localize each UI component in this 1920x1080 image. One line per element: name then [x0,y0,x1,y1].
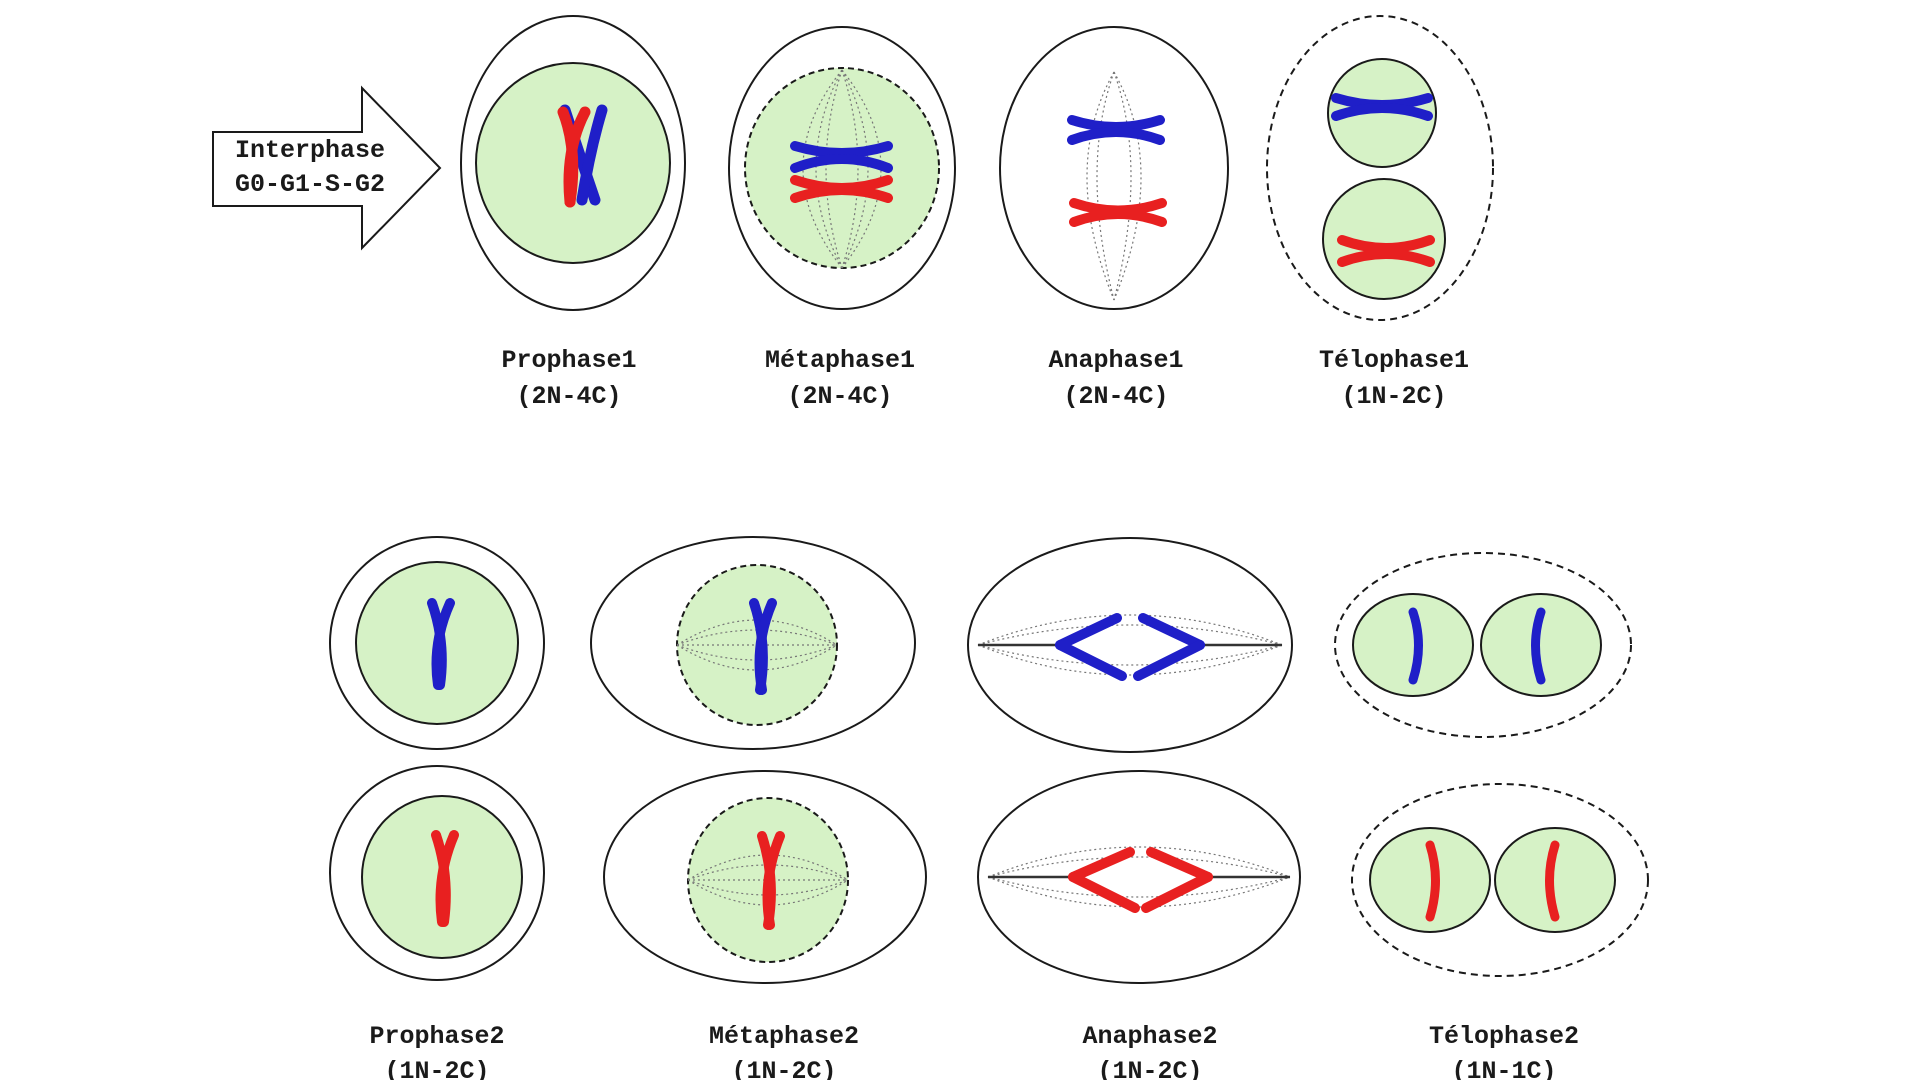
interphase-phases-label: G0-G1-S-G2 [235,170,385,199]
metaphase2-label: Métaphase2 [709,1022,859,1051]
spindle-fibers [977,614,1283,676]
meiosis1-labels: Prophase1 (2N-4C) Métaphase1 (2N-4C) Ana… [501,346,1469,411]
prophase1-ploidy: (2N-4C) [516,382,621,411]
separated-homologs [1067,115,1167,227]
metaphase1-label: Métaphase1 [765,346,915,375]
spindle-fibers [802,69,882,269]
prophase1-label: Prophase1 [501,346,636,375]
anaphase1-cell [999,26,1229,310]
metaphase1-ploidy: (2N-4C) [787,382,892,411]
metaphase1-cell [728,26,956,310]
prophase2-red-cell [329,765,545,981]
metaphase2-ploidy: (1N-2C) [731,1057,836,1080]
spindle-fibers [987,846,1291,908]
prophase2-ploidy: (1N-2C) [384,1057,489,1080]
telophase2-ploidy: (1N-1C) [1451,1057,1556,1080]
telophase2-red-cell [1351,783,1649,977]
prophase1-cell [460,15,686,311]
telophase1-label: Télophase1 [1319,346,1469,375]
interphase-label: Interphase [235,136,385,165]
meiosis2-labels: Prophase2 (1N-2C) Métaphase2 (1N-2C) Ana… [369,1022,1579,1080]
anaphase1-label: Anaphase1 [1048,346,1183,375]
anaphase2-ploidy: (1N-2C) [1097,1057,1202,1080]
anaphase2-red-cell [977,770,1301,984]
metaphase2-blue-cell [590,536,916,750]
homologous-chromosome-pair [557,104,608,208]
chromosome-pairs-at-equator [790,141,893,203]
metaphase2-red-cell [603,770,927,984]
telophase2-label: Télophase2 [1429,1022,1579,1051]
anaphase2-label: Anaphase2 [1082,1022,1217,1051]
anaphase2-blue-cell [967,537,1293,753]
anaphase1-ploidy: (2N-4C) [1063,382,1168,411]
prophase2-blue-cell [329,536,545,750]
spindle-fibers [1086,71,1142,301]
prophase2-label: Prophase2 [369,1022,504,1051]
telophase1-ploidy: (1N-2C) [1341,382,1446,411]
telophase1-cell [1266,15,1494,321]
telophase2-blue-cell [1334,552,1632,738]
interphase-arrow: Interphase G0-G1-S-G2 [212,85,442,251]
